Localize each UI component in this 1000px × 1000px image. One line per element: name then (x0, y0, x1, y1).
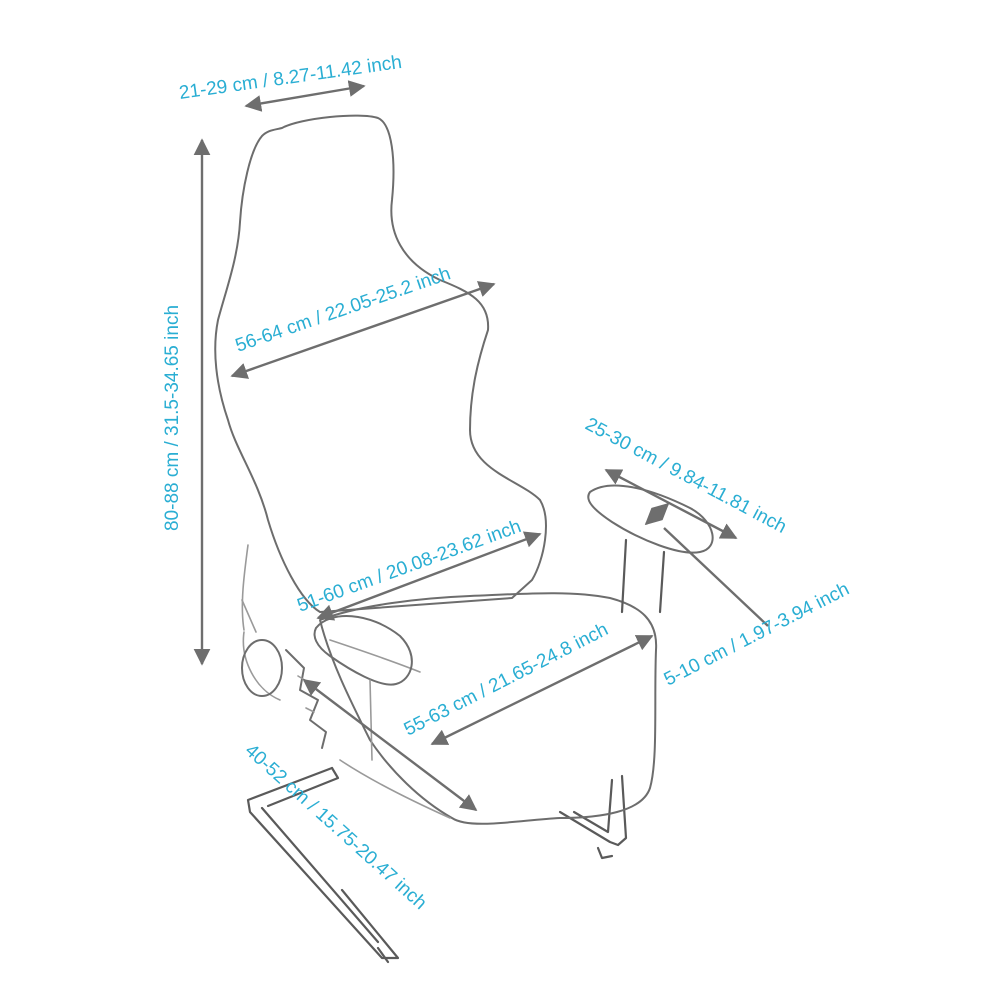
headrest-width-arrow (244, 80, 366, 112)
dimension-lines (193, 80, 769, 812)
headrest-width-label: 21-29 cm / 8.27-11.42 inch (178, 52, 403, 104)
back-bottom-width-arrow (316, 531, 542, 621)
chair-backrest (214, 114, 547, 633)
seat-depth-arrow (302, 678, 478, 812)
chair-armrest-near (313, 615, 413, 761)
back-height-label: 80-88 cm / 31.5-34.65 inch (162, 305, 183, 531)
armrest-width-arrow (644, 502, 670, 526)
dimension-labels: 21-29 cm / 8.27-11.42 inch 80-88 cm / 31… (162, 52, 853, 914)
armrest-width-label: 5-10 cm / 1.97-3.94 inch (661, 579, 853, 691)
seat-depth-label: 40-52 cm / 15.75-20.47 inch (241, 740, 431, 914)
armrest-width-leader (663, 527, 769, 627)
armrest-length-label: 25-30 cm / 9.84-11.81 inch (582, 414, 790, 538)
chair-side-bolster (241, 631, 327, 749)
armrest-length-arrow (604, 468, 738, 540)
chair-armrest-far (587, 484, 714, 614)
seat-width-label: 55-63 cm / 21.65-24.8 inch (401, 619, 612, 740)
shoulder-width-arrow (230, 281, 496, 379)
